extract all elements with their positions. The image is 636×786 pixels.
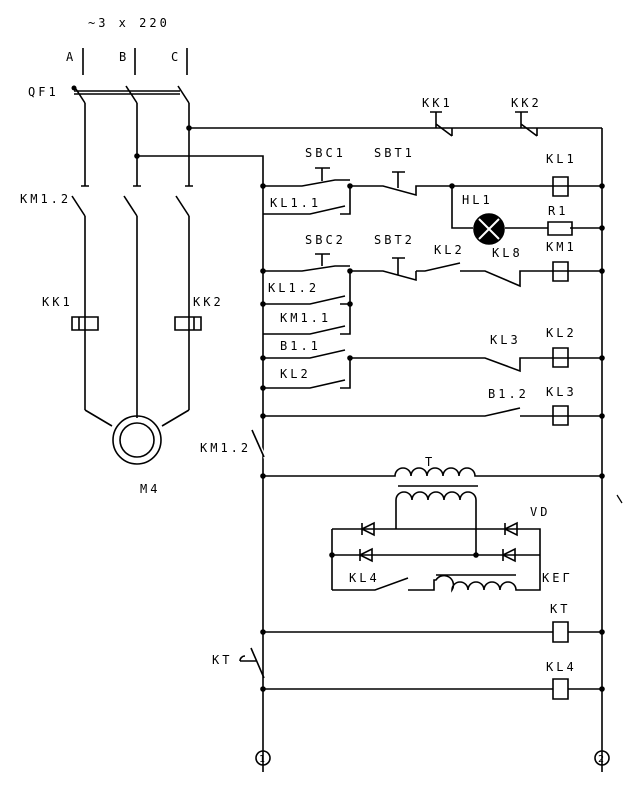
kl2-contact-label: KL2 <box>434 243 465 257</box>
kt-contact <box>239 647 265 679</box>
kl8-label: KL8 <box>492 246 523 260</box>
kk2-contact <box>515 111 538 137</box>
kl2-coil <box>552 347 569 368</box>
kk1-contact-label: KK1 <box>422 96 453 110</box>
terminal-1 <box>255 750 271 766</box>
b12-contact <box>263 407 602 417</box>
kl3-coil-label: KL3 <box>546 385 577 399</box>
kt-coil <box>552 621 569 643</box>
kk2-heater-label: KK2 <box>193 295 224 309</box>
edge-mark <box>616 494 623 504</box>
kl4-contact <box>332 577 409 591</box>
phase-wires-lower <box>84 216 190 418</box>
kl4-contact-label: KL4 <box>349 571 380 585</box>
kl2-hold-contact <box>263 358 351 389</box>
supply-taps <box>137 127 602 772</box>
phase-a-label: A <box>66 50 76 64</box>
r1-resistor <box>547 221 573 236</box>
kk2-contact-label: KK2 <box>511 96 542 110</box>
motor-label: M4 <box>140 482 160 496</box>
km11-label: KM1.1 <box>280 311 331 325</box>
kl2-hold-label: KL2 <box>280 367 311 381</box>
terminal-2 <box>594 750 610 766</box>
km12-power-contacts <box>71 195 190 217</box>
kl3-contact-label: KL3 <box>490 333 521 347</box>
qf1-label: QF1 <box>28 85 59 99</box>
kl12-contact <box>263 271 351 335</box>
terminal-1-label: 1 <box>259 754 265 765</box>
qf1-breaker <box>73 85 190 104</box>
power-circuit: ~3 x 220 A B C QF1 KM1.2 KK1 KK2 M4 <box>20 16 602 772</box>
hl1-label: HL1 <box>462 193 493 207</box>
transformer-label: T <box>425 455 435 469</box>
phase-wires-upper <box>84 103 190 186</box>
kl11-label: KL1.1 <box>270 196 321 210</box>
keg-coil <box>408 555 541 593</box>
r1-label: R1 <box>548 204 568 218</box>
vd-bridge <box>331 526 541 590</box>
phase-terminals <box>82 48 188 75</box>
kk1-contact <box>430 111 453 137</box>
km12-power-label: KM1.2 <box>20 192 71 206</box>
kl11-contact <box>263 186 351 215</box>
kl1-coil <box>552 176 569 197</box>
kl4-coil <box>552 678 569 700</box>
phase-b-label: B <box>119 50 129 64</box>
kk2-heater <box>174 316 202 331</box>
kt-contact-label: KT <box>212 653 232 667</box>
sbt1-label: SBT1 <box>374 146 415 160</box>
kl2-coil-label: KL2 <box>546 326 577 340</box>
b11-label: B1.1 <box>280 339 321 353</box>
vd-label: VD <box>530 505 550 519</box>
terminal-2-label: 2 <box>598 754 604 765</box>
sbt2-label: SBT2 <box>374 233 415 247</box>
kl1-coil-label: KL1 <box>546 152 577 166</box>
sbc2-button <box>263 253 350 272</box>
transformer-primary <box>263 467 602 477</box>
kk1-heater <box>71 316 99 331</box>
kl4-coil-label: KL4 <box>546 660 577 674</box>
sbt2-button <box>350 257 417 282</box>
hl1-lamp <box>451 186 602 229</box>
b11-contact <box>263 349 602 373</box>
km1-coil <box>552 261 569 282</box>
b12-label: B1.2 <box>488 387 529 401</box>
km1-coil-label: KM1 <box>546 240 577 254</box>
motor-m4 <box>112 415 162 465</box>
vd-diode-2 <box>358 547 373 563</box>
kl2-km1-contact <box>416 262 602 288</box>
supply-voltage-label: ~3 x 220 <box>88 16 170 30</box>
sbc2-label: SBC2 <box>305 233 346 247</box>
km11-contact <box>263 303 350 335</box>
km12-ctrl-label: KM1.2 <box>200 441 251 455</box>
vd-diode-4 <box>501 547 516 563</box>
kt-coil-label: KT <box>550 602 570 616</box>
sbt1-button <box>350 171 602 197</box>
vd-diode-3 <box>503 521 518 537</box>
sbc1-button <box>263 167 350 187</box>
kl3-coil <box>552 405 569 426</box>
keg-label: KEГ <box>542 571 573 585</box>
vd-diode-1 <box>360 521 375 537</box>
sbc1-label: SBC1 <box>305 146 346 160</box>
transformer-secondary <box>395 491 477 526</box>
kk1-heater-label: KK1 <box>42 295 73 309</box>
phase-c-label: C <box>171 50 181 64</box>
kl12-label: KL1.2 <box>268 281 319 295</box>
control-circuit: 1 2 KK1 KK2 SBC1 SBT1 KL1 KL1.1 HL1 R1 S… <box>200 96 623 772</box>
